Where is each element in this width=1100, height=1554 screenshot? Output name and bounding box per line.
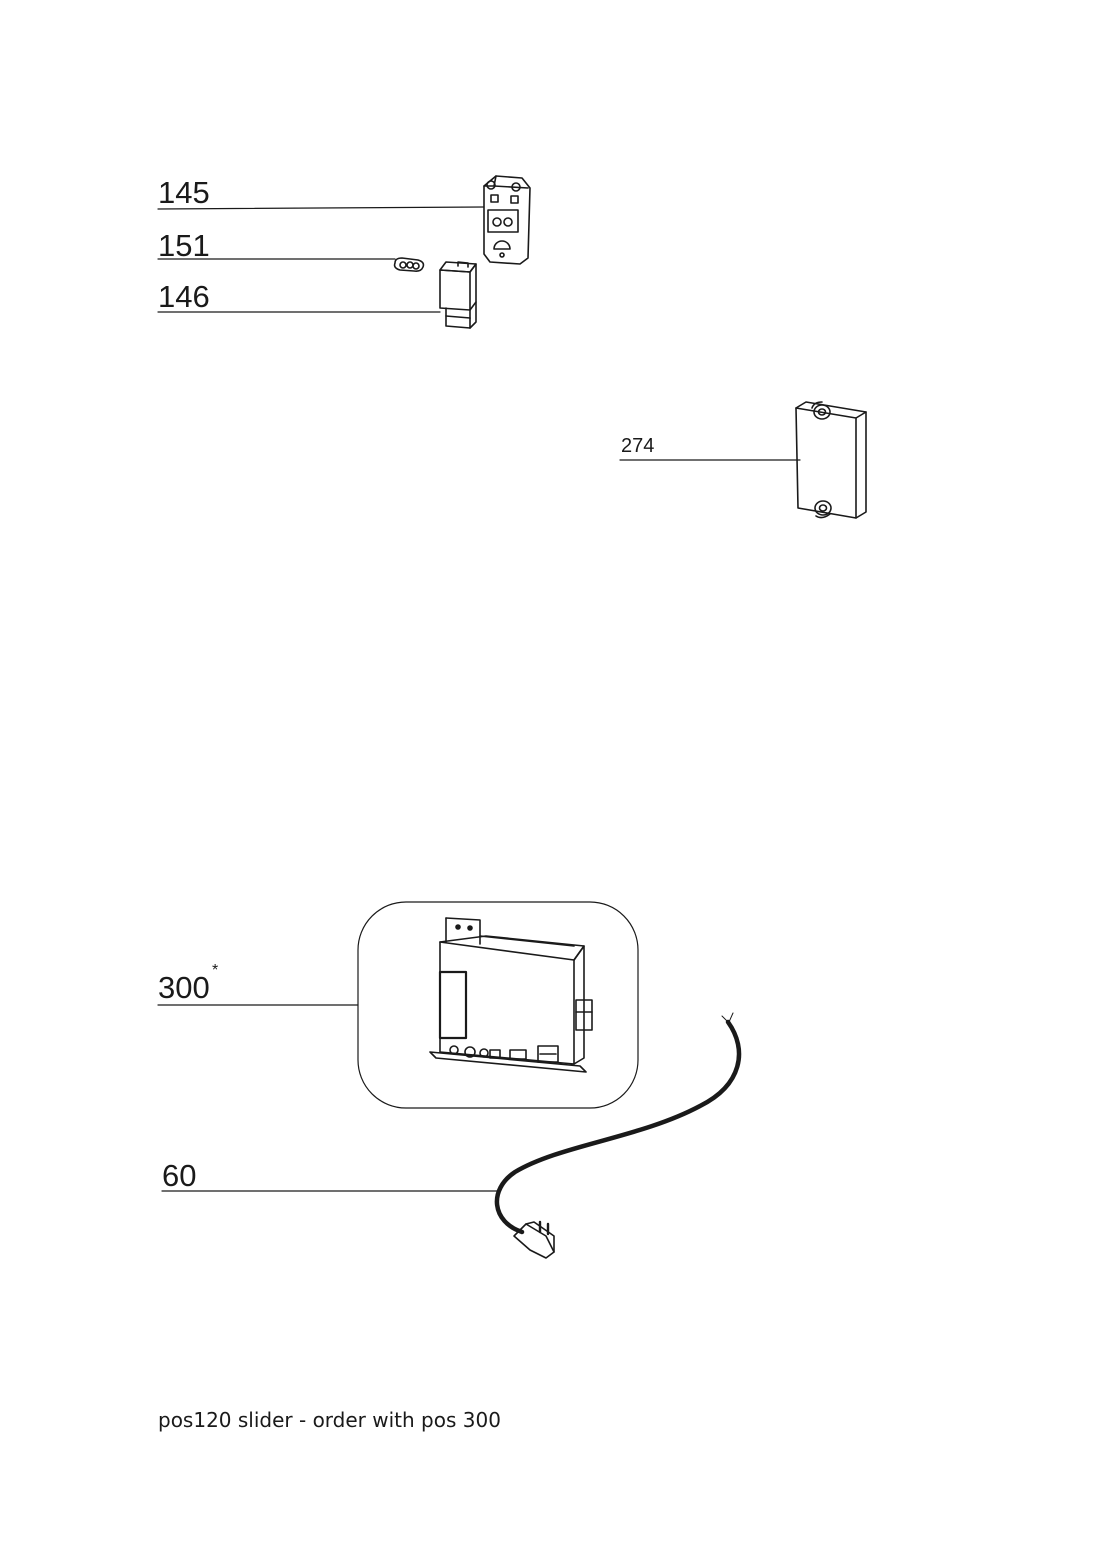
- part-145-connector-block: [483, 175, 531, 265]
- part-146-relay: [439, 261, 477, 329]
- part-274-box: [795, 401, 867, 519]
- callout-274: 274: [621, 435, 655, 457]
- callout-60: 60: [162, 1158, 197, 1193]
- part-300-frame: [357, 901, 639, 1109]
- part-300-control-board: [357, 901, 639, 1109]
- part-151-clip: [393, 257, 425, 272]
- callout-300-asterisk: *: [212, 962, 219, 979]
- leader-line-145: [157, 206, 485, 210]
- callout-145: 145: [158, 175, 210, 210]
- callout-146: 146: [158, 279, 210, 314]
- leader-lines: [157, 206, 801, 1192]
- callout-300: 300: [158, 970, 210, 1005]
- footnote: pos120 slider - order with pos 300: [158, 1408, 501, 1432]
- part-60-power-cable: [494, 1012, 742, 1259]
- callout-151: 151: [158, 228, 210, 263]
